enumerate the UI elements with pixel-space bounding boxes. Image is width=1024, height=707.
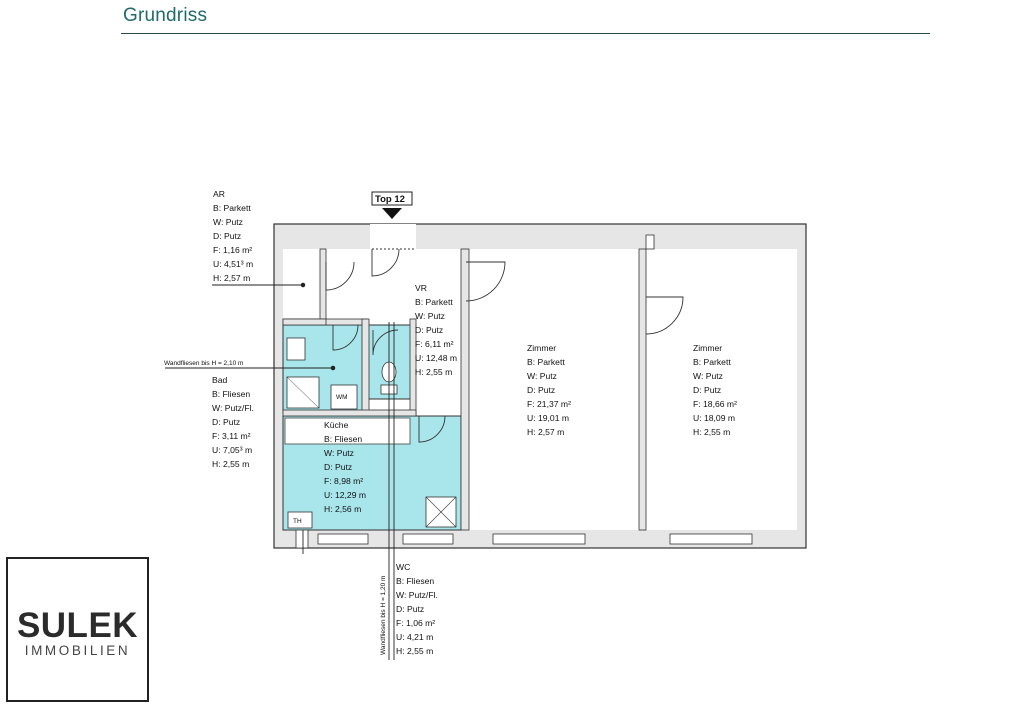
ar-line: W: Putz: [213, 217, 243, 227]
vr-line: F: 6,11 m²: [415, 339, 454, 349]
room-label-ar: AR B: Parkett W: Putz D: Putz F: 1,16 m²…: [213, 189, 253, 283]
ar-line: D: Putz: [213, 231, 241, 241]
page-title: Grundriss: [123, 5, 208, 26]
wc-line: W: Putz/Fl.: [396, 590, 438, 600]
zimmer2-line: D: Putz: [693, 385, 721, 395]
wall-zimmer1-zimmer2: [638, 248, 647, 531]
th-label: TH: [293, 518, 302, 525]
bad-line: U: 7,05³ m: [212, 445, 252, 455]
room-label-vr: VR B: Parkett W: Putz D: Putz F: 6,11 m²…: [415, 283, 457, 377]
windows-bottom: [295, 529, 753, 549]
room-label-wc: Wandfliesen bis H = 1,20 m WC B: Fliesen…: [380, 562, 438, 656]
wm-label: WM: [336, 394, 348, 401]
entry-arrow: [382, 208, 402, 219]
bad-line: H: 2,55 m: [212, 459, 249, 469]
bad-line: F: 3,11 m²: [212, 431, 251, 441]
bad-line: D: Putz: [212, 417, 240, 427]
kueche-name: Küche: [324, 420, 349, 430]
vr-line: H: 2,55 m: [415, 367, 452, 377]
zimmer1-line: B: Parkett: [527, 357, 565, 367]
ar-line: B: Parkett: [213, 203, 251, 213]
vr-line: U: 12,48 m: [415, 353, 457, 363]
wc-name: WC: [396, 562, 410, 572]
ar-line: H: 2,57 m: [213, 273, 250, 283]
logo-subtitle: IMMOBILIEN: [24, 643, 131, 658]
vr-entry-niche: [370, 224, 416, 249]
zimmer1-name: Zimmer: [527, 343, 556, 353]
wall-ar-bottom: [282, 318, 327, 326]
vr-name: VR: [415, 283, 427, 293]
wc-line: F: 1,06 m²: [396, 618, 435, 628]
bad-line: B: Fliesen: [212, 389, 250, 399]
zimmer1-line: U: 19,01 m: [527, 413, 569, 423]
zimmer2-line: F: 18,66 m²: [693, 399, 737, 409]
zimmer1-line: W: Putz: [527, 371, 557, 381]
bad-name: Bad: [212, 375, 228, 385]
zimmer2-line: H: 2,55 m: [693, 427, 730, 437]
logo-name: SULEK: [16, 606, 139, 645]
zimmer2-line: B: Parkett: [693, 357, 731, 367]
room-label-zimmer2: Zimmer B: Parkett W: Putz D: Putz F: 18,…: [693, 343, 737, 437]
zimmer1-line: F: 21,37 m²: [527, 399, 571, 409]
wc-line: U: 4,21 m: [396, 632, 433, 642]
ar-line: U: 4,51³ m: [213, 259, 253, 269]
top12-box: [371, 191, 413, 206]
kueche-line: B: Fliesen: [324, 434, 362, 444]
bath-sink: [286, 337, 306, 361]
ar-line: F: 1,16 m²: [213, 245, 252, 255]
kueche-line: W: Putz: [324, 448, 354, 458]
kueche-line: U: 12,29 m: [324, 490, 366, 500]
title-divider: [121, 33, 930, 34]
zimmer2-line: U: 18,09 m: [693, 413, 735, 423]
wall-vr-zimmer1: [460, 248, 470, 531]
door-swings: [325, 248, 684, 443]
kueche-line: F: 8,98 m²: [324, 476, 363, 486]
th-box: [287, 511, 313, 529]
room-label-bad: Wandfliesen bis H = 2,10 m Bad B: Fliese…: [164, 360, 254, 469]
wc-line: H: 2,55 m: [396, 646, 433, 656]
wc-line: D: Putz: [396, 604, 424, 614]
zimmer1-line: D: Putz: [527, 385, 555, 395]
room-label-kueche: Küche B: Fliesen W: Putz D: Putz F: 8,98…: [324, 420, 366, 514]
zimmer1-line: H: 2,57 m: [527, 427, 564, 437]
wandfliesen-wc-note: Wandfliesen bis H = 1,20 m: [380, 576, 387, 655]
wc-line: B: Fliesen: [396, 576, 434, 586]
vr-line: B: Parkett: [415, 297, 453, 307]
bad-line: W: Putz/Fl.: [212, 403, 254, 413]
kueche-line: H: 2,56 m: [324, 504, 361, 514]
kueche-line: D: Putz: [324, 462, 352, 472]
wall-bad-wc: [361, 318, 370, 416]
wandfliesen-bad-note: Wandfliesen bis H = 2,10 m: [164, 360, 243, 367]
zimmer2-name: Zimmer: [693, 343, 722, 353]
flue: [645, 234, 655, 250]
entry-marker: Top 12: [375, 194, 405, 205]
sulek-logo: SULEK IMMOBILIEN: [6, 557, 149, 702]
room-label-zimmer1: Zimmer B: Parkett W: Putz D: Putz F: 21,…: [527, 343, 571, 437]
ar-name: AR: [213, 189, 225, 199]
wall-ar-vr: [319, 248, 327, 326]
wall-bad-kueche: [282, 409, 417, 417]
vr-line: W: Putz: [415, 311, 445, 321]
wm-box: [330, 384, 358, 410]
zimmer2-line: W: Putz: [693, 371, 723, 381]
vr-line: D: Putz: [415, 325, 443, 335]
leader-lines: [165, 282, 395, 660]
